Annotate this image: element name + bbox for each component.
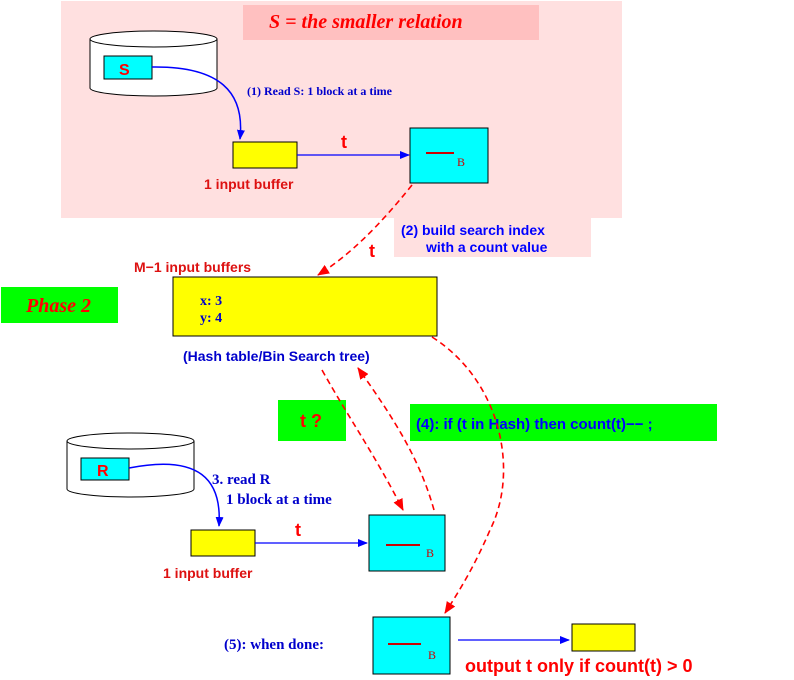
phase2-input-buffer-label: 1 input buffer — [163, 565, 253, 581]
output-condition-label: output t only if count(t) > 0 — [465, 656, 692, 676]
step3-label-line2: 1 block at a time — [226, 492, 332, 508]
build-index-arrow — [317, 184, 413, 276]
probe-down-arrow — [321, 369, 404, 511]
step2-label-line1: (2) build search index — [401, 222, 545, 238]
read-r-arrow — [128, 463, 224, 527]
m1-buffers-label: M−1 input buffers — [134, 259, 251, 275]
phase2-input-buffer — [190, 529, 256, 557]
step2-label-line2: with a count value — [425, 239, 548, 255]
build-index-t-label: t — [369, 241, 375, 261]
hash-table-label: (Hash table/Bin Search tree) — [183, 348, 370, 364]
phase1-input-buffer — [232, 141, 298, 169]
step4-badge — [410, 404, 717, 441]
phase1-buffer-b-label: B — [457, 155, 465, 169]
phase2-buffer-b — [368, 514, 446, 572]
read-s-arrow — [151, 66, 245, 140]
probe-badge — [278, 400, 346, 441]
step5-label: (5): when done: — [224, 637, 324, 653]
done-arrow — [431, 336, 505, 614]
index-entry-y: y: 4 — [200, 311, 222, 326]
phase2-t-label: t — [295, 520, 301, 540]
relation-s-block — [103, 55, 153, 80]
phase2-badge — [1, 287, 118, 323]
probe-label: t ? — [300, 411, 322, 431]
relation-r-label: R — [97, 463, 109, 480]
phase1-buffer-b — [409, 127, 489, 184]
index-entry-x: x: 3 — [200, 294, 222, 309]
title: S = the smaller relation — [269, 11, 463, 33]
step3-label-line1: 3. read R — [212, 472, 271, 488]
output-buffer — [571, 623, 636, 652]
step2-label-background — [394, 218, 591, 257]
phase1-t-label: t — [341, 132, 347, 152]
output-buffer-b-label: B — [428, 648, 436, 662]
relation-s-label: S — [119, 62, 130, 79]
phase2-label: Phase 2 — [25, 295, 91, 317]
step4-label: (4): if (t in Hash) then count(t)−− ; — [416, 416, 653, 433]
title-box — [243, 5, 539, 40]
disk-s — [89, 30, 218, 97]
step1-label: (1) Read S: 1 block at a time — [247, 84, 393, 98]
index-buffer — [172, 276, 438, 337]
probe-up-arrow — [357, 367, 435, 511]
phase1-input-buffer-label: 1 input buffer — [204, 176, 294, 192]
phase2-buffer-b-label: B — [426, 546, 434, 560]
relation-r-block — [80, 457, 130, 481]
output-buffer-b — [372, 616, 451, 675]
